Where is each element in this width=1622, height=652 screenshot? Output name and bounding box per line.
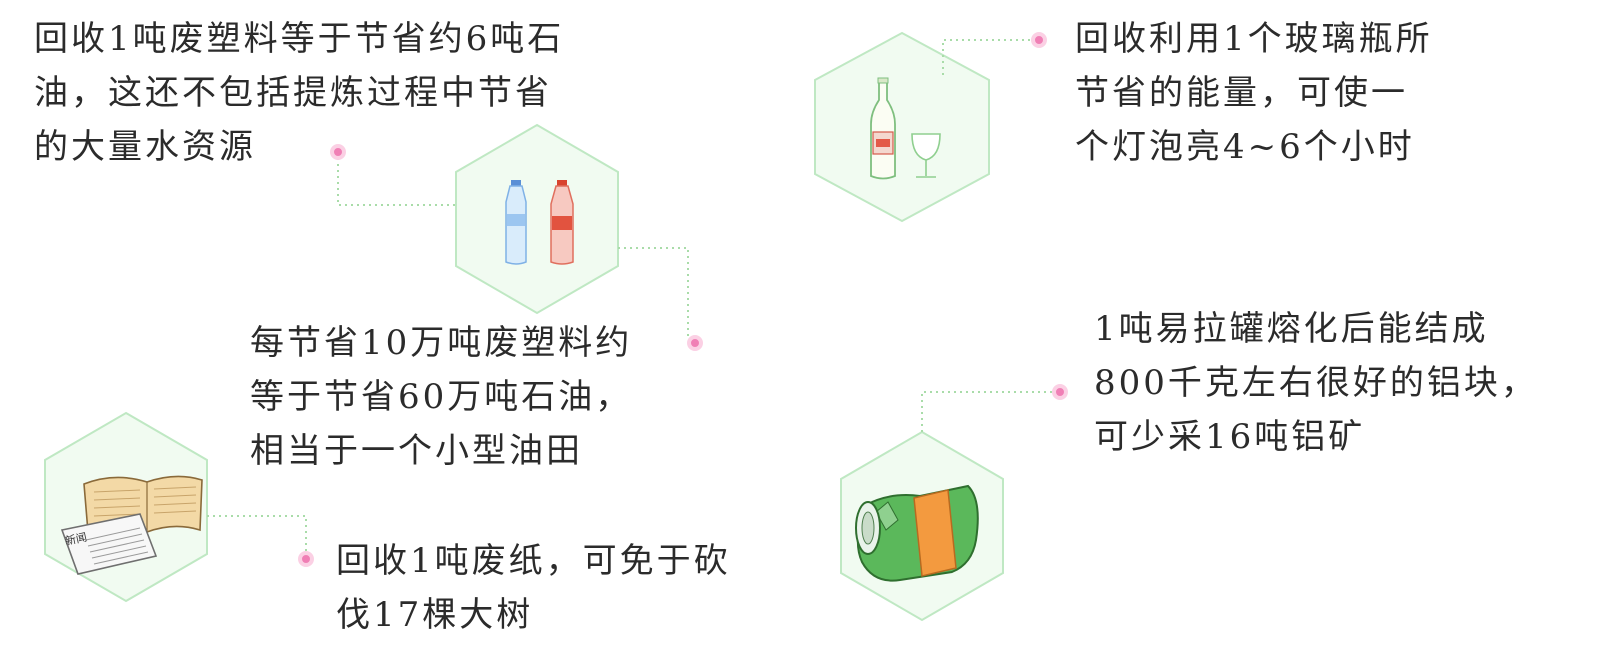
fact-can-line-3: 可少采16吨铝矿 (1094, 417, 1366, 457)
dot-can (1052, 384, 1068, 400)
fact-oilfield-line-2: 等于节省60万吨石油， (250, 377, 633, 417)
connector-can (921, 391, 1058, 432)
connector-paper (207, 515, 307, 552)
fact-can-line-1: 1吨易拉罐熔化后能结成 (1094, 309, 1489, 349)
fact-plastic-line-2: 油，这还不包括提炼过程中节省 (34, 73, 552, 113)
fact-glass-line-2: 节省的能量，可使一 (1075, 73, 1408, 113)
fact-paper-text: 回收1吨废纸，可免于砍 伐17棵大树 (336, 534, 731, 642)
fact-paper-line-1: 回收1吨废纸，可免于砍 (336, 541, 731, 581)
glass-bottle-icon (870, 77, 941, 180)
connector-glass (942, 39, 1037, 75)
fact-glass-line-3: 个灯泡亮4~6个小时 (1075, 127, 1415, 167)
crushed-can-icon (855, 484, 979, 582)
fact-glass-line-1: 回收利用1个玻璃瓶所 (1075, 19, 1433, 59)
dot-oilfield (687, 335, 703, 351)
fact-oilfield-text: 每节省10万吨废塑料约 等于节省60万吨石油， 相当于一个小型油田 (250, 316, 632, 478)
fact-can-line-2: 800千克左右很好的铝块， (1094, 363, 1538, 403)
newspaper-book-icon: 新闻 (60, 475, 203, 575)
fact-can-text: 1吨易拉罐熔化后能结成 800千克左右很好的铝块， 可少采16吨铝矿 (1094, 302, 1538, 464)
dot-glass (1031, 32, 1047, 48)
dot-plastic (330, 144, 346, 160)
fact-plastic-line-3: 的大量水资源 (34, 127, 256, 167)
dot-paper (298, 551, 314, 567)
fact-oilfield-line-1: 每节省10万吨废塑料约 (250, 323, 633, 363)
fact-glass-text: 回收利用1个玻璃瓶所 节省的能量，可使一 个灯泡亮4~6个小时 (1075, 12, 1433, 174)
fact-plastic-line-1: 回收1吨废塑料等于节省约6吨石 (34, 19, 565, 59)
fact-paper-line-2: 伐17棵大树 (336, 595, 534, 635)
connectors (207, 39, 1058, 552)
fact-oilfield-line-3: 相当于一个小型油田 (250, 431, 583, 471)
fact-plastic-text: 回收1吨废塑料等于节省约6吨石 油，这还不包括提炼过程中节省 的大量水资源 (34, 12, 564, 174)
hexagon-glass (814, 31, 990, 223)
newspaper-label: 新闻 (64, 530, 88, 548)
plastic-bottles-icon (505, 180, 574, 265)
bullet-dots (298, 32, 1068, 567)
hexagon-bottles (455, 123, 619, 315)
